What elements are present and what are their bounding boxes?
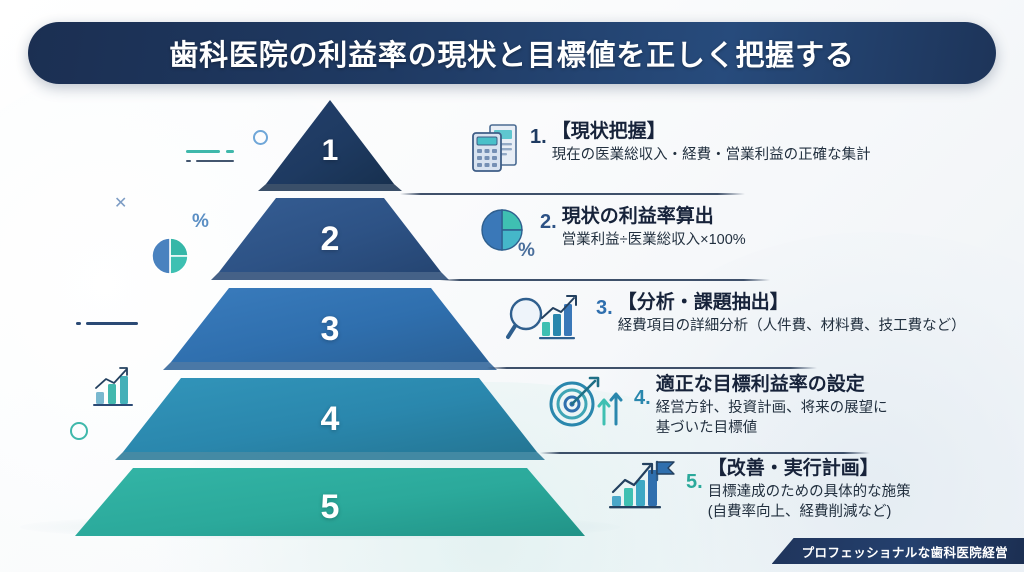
step-body-3: 【分析・課題抽出】 経費項目の詳細分析（人件費、材料費、技工費など） — [618, 292, 986, 337]
teal-dash-decoration — [186, 150, 220, 153]
step-desc-3: 経費項目の詳細分析（人件費、材料費、技工費など） — [617, 318, 966, 335]
page-title-bar: 歯科医院の利益率の現状と目標値を正しく把握する — [28, 22, 996, 84]
svg-text:%: % — [518, 240, 535, 260]
step-body-2: 現状の利益率算出 営業利益÷医業総収入×100% — [562, 206, 958, 251]
growth-flag-icon — [606, 458, 682, 510]
magnifier-bar-chart-icon — [506, 292, 592, 344]
step-title-2: 現状の利益率算出 — [561, 206, 714, 227]
step-number-3: 3. — [596, 297, 613, 319]
step-desc-4: 経営方針、投資計画、将来の展望に 基づいた目標値 — [655, 400, 888, 436]
step-row-5[interactable]: 5. 【改善・実行計画】 目標達成のための具体的な施策 (自費率向上、経費削減な… — [606, 458, 1016, 522]
step-row-3[interactable]: 3. 【分析・課題抽出】 経費項目の詳細分析（人件費、材料費、技工費など） — [506, 292, 986, 344]
mini-pie-chart-decoration — [148, 234, 192, 283]
pyramid-layer-4[interactable]: 4 — [0, 376, 660, 462]
step-title-5: 【改善・実行計画】 — [707, 458, 879, 479]
target-arrows-icon — [546, 374, 630, 427]
pie-chart-percent-icon: % — [478, 206, 536, 260]
step-number-2: 2. — [540, 211, 557, 233]
percent-mark-decoration: % — [192, 211, 209, 232]
step-number-1: 1. — [530, 126, 547, 148]
pyramid-diagram: 1 2 — [0, 96, 660, 546]
step-number-5: 5. — [686, 471, 703, 493]
step-desc-1: 現在の医業総収入・経費・営業利益の正確な集計 — [551, 147, 871, 164]
page-title: 歯科医院の利益率の現状と目標値を正しく把握する — [169, 40, 855, 72]
blue-ring-decoration — [253, 130, 268, 145]
navy-dot-decoration-2 — [76, 322, 81, 325]
step-row-1[interactable]: 1. 【現状把握】 現在の医業総収入・経費・営業利益の正確な集計 — [468, 121, 988, 173]
footer-badge: プロフェッショナルな歯科医院経営 — [771, 538, 1024, 564]
step-list: 1. 【現状把握】 現在の医業総収入・経費・営業利益の正確な集計 % 2. 現状… — [0, 96, 1024, 556]
step-divider-4 — [540, 452, 870, 454]
navy-dot-decoration — [186, 160, 191, 162]
step-title-3: 【分析・課題抽出】 — [617, 292, 789, 313]
calculator-document-icon — [468, 121, 526, 173]
step-desc-2: 営業利益÷医業総収入×100% — [561, 232, 746, 249]
step-divider-2 — [440, 279, 770, 281]
step-row-4[interactable]: 4. 適正な目標利益率の設定 経営方針、投資計画、将来の展望に 基づいた目標値 — [546, 374, 1006, 438]
teal-dash-decoration-small — [226, 150, 234, 153]
step-divider-3 — [487, 367, 817, 369]
step-desc-5: 目標達成のための具体的な施策 (自費率向上、経費削減など) — [707, 484, 911, 520]
navy-dash-decoration — [196, 160, 234, 162]
step-body-5: 【改善・実行計画】 目標達成のための具体的な施策 (自費率向上、経費削減など) — [708, 458, 1016, 522]
step-divider-1 — [400, 193, 745, 195]
step-body-1: 【現状把握】 現在の医業総収入・経費・営業利益の正確な集計 — [552, 121, 988, 166]
footer-badge-text: プロフェッショナルな歯科医院経営 — [801, 545, 1008, 560]
mini-bar-chart-decoration — [90, 364, 138, 415]
x-mark-decoration: ✕ — [114, 195, 128, 212]
step-row-2[interactable]: % 2. 現状の利益率算出 営業利益÷医業総収入×100% — [478, 206, 958, 260]
step-body-4: 適正な目標利益率の設定 経営方針、投資計画、将来の展望に 基づいた目標値 — [656, 374, 1006, 438]
navy-dash-decoration-2 — [86, 322, 138, 325]
step-title-1: 【現状把握】 — [551, 121, 666, 142]
step-title-4: 適正な目標利益率の設定 — [655, 374, 865, 395]
teal-ring-decoration — [70, 422, 88, 440]
step-number-4: 4. — [634, 387, 651, 409]
